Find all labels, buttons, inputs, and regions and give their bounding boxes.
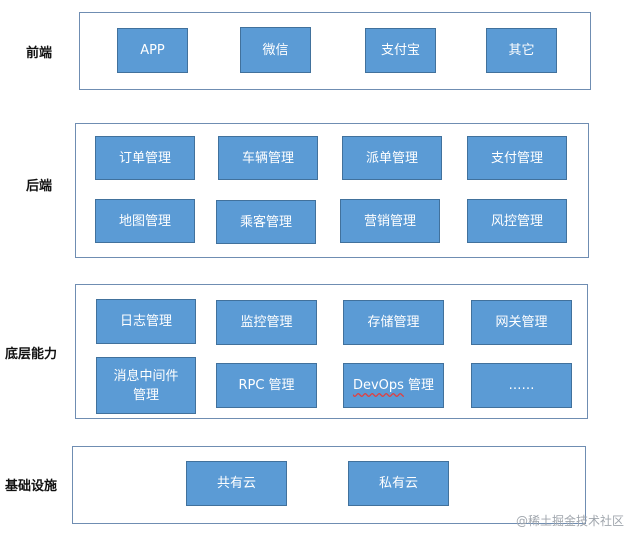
box-label: 车辆管理 xyxy=(241,150,294,166)
box-wechat: 微信 xyxy=(240,27,311,73)
box-risk-mgmt: 风控管理 xyxy=(467,199,567,243)
box-marketing-mgmt: 营销管理 xyxy=(340,199,440,243)
box-label: 共有云 xyxy=(216,476,256,491)
box-label: 其它 xyxy=(508,43,535,58)
layer-label-infrastructure: 基础设施 xyxy=(5,479,58,494)
layer-frame-infrastructure xyxy=(72,446,586,524)
box-label: 消息中间件 管理 xyxy=(113,367,178,405)
box-app: APP xyxy=(117,28,188,73)
box-label: 私有云 xyxy=(378,476,418,491)
box-order-mgmt: 订单管理 xyxy=(95,136,195,180)
devops-mgmt-word: 管理 xyxy=(403,378,435,393)
box-label: 订单管理 xyxy=(118,150,171,166)
box-label: RPC 管理 xyxy=(238,378,295,393)
box-label: 风控管理 xyxy=(490,213,543,229)
box-label: 监控管理 xyxy=(240,315,293,330)
box-label: DevOps 管理 xyxy=(353,376,434,395)
box-label: 乘客管理 xyxy=(239,214,292,230)
layer-label-infra-capability: 底层能力 xyxy=(5,347,58,362)
box-vehicle-mgmt: 车辆管理 xyxy=(218,136,318,180)
layer-label-frontend: 前端 xyxy=(26,46,53,61)
box-label: 地图管理 xyxy=(118,213,171,229)
box-rpc-mgmt: RPC 管理 xyxy=(216,363,317,408)
box-label: 微信 xyxy=(262,42,289,58)
box-gateway-mgmt: 网关管理 xyxy=(471,300,572,345)
box-other: 其它 xyxy=(486,28,557,73)
box-label: 支付管理 xyxy=(490,150,543,166)
box-label-line1: 消息中间件 xyxy=(113,368,179,384)
box-label: 日志管理 xyxy=(119,314,172,329)
box-private-cloud: 私有云 xyxy=(348,461,449,506)
watermark-text: @稀土掘金技术社区 xyxy=(515,514,624,528)
box-label: 支付宝 xyxy=(380,43,420,58)
box-label: …… xyxy=(508,378,535,393)
devops-word: DevOps xyxy=(352,378,404,393)
box-mq-mgmt: 消息中间件 管理 xyxy=(96,357,196,414)
layer-label-backend: 后端 xyxy=(26,179,53,194)
box-devops-mgmt: DevOps 管理 xyxy=(343,363,444,408)
box-label: 存储管理 xyxy=(367,315,420,330)
box-alipay: 支付宝 xyxy=(365,28,436,73)
box-payment-mgmt: 支付管理 xyxy=(467,136,567,180)
box-label: 派单管理 xyxy=(365,150,418,166)
box-public-cloud: 共有云 xyxy=(186,461,287,506)
box-label: 网关管理 xyxy=(495,315,548,330)
box-passenger-mgmt: 乘客管理 xyxy=(216,200,316,244)
box-map-mgmt: 地图管理 xyxy=(95,199,195,243)
box-label: APP xyxy=(140,43,165,58)
box-storage-mgmt: 存储管理 xyxy=(343,300,444,345)
box-log-mgmt: 日志管理 xyxy=(96,299,196,344)
box-more: …… xyxy=(471,363,572,408)
box-monitor-mgmt: 监控管理 xyxy=(216,300,317,345)
box-label: 营销管理 xyxy=(363,213,416,229)
box-label-line2: 管理 xyxy=(132,387,159,403)
box-dispatch-mgmt: 派单管理 xyxy=(342,136,442,180)
